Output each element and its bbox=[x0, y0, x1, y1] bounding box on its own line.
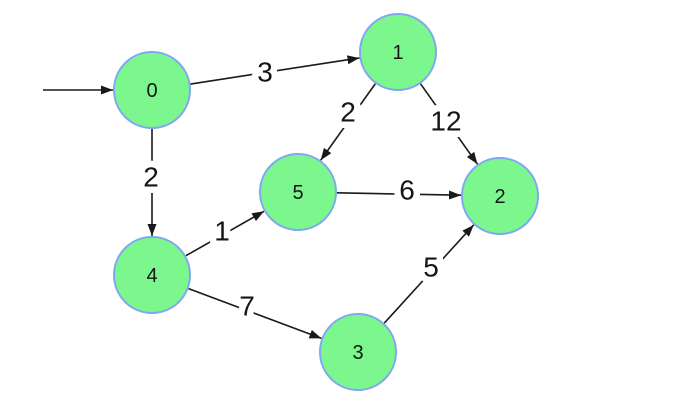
node-label-3: 3 bbox=[352, 342, 363, 364]
edge-1-2 bbox=[419, 83, 479, 165]
node-circle-0 bbox=[113, 51, 191, 129]
edge-layer bbox=[43, 55, 479, 340]
edge-weight-4-5: 1 bbox=[214, 216, 230, 247]
node-5: 5 bbox=[259, 153, 337, 231]
edge-weight-4-3: 7 bbox=[239, 291, 255, 322]
node-3: 3 bbox=[319, 313, 397, 391]
edge-4-3 bbox=[188, 287, 322, 340]
edge-0-1 bbox=[190, 55, 360, 85]
node-circle-5 bbox=[259, 153, 337, 231]
edge-weight-1-2: 12 bbox=[430, 106, 461, 137]
edge-weight-3-2: 5 bbox=[423, 252, 439, 283]
edge-weight-0-4: 2 bbox=[143, 162, 159, 193]
edge-5-2 bbox=[336, 190, 462, 200]
node-circle-2 bbox=[461, 157, 539, 235]
node-label-0: 0 bbox=[146, 80, 157, 102]
node-label-1: 1 bbox=[392, 42, 403, 64]
node-1: 1 bbox=[359, 13, 437, 91]
edge-4-5 bbox=[185, 210, 265, 257]
node-2: 2 bbox=[461, 157, 539, 235]
edge-weight-0-1: 3 bbox=[257, 57, 273, 88]
edge-weight-5-2: 6 bbox=[399, 175, 415, 206]
node-label-4: 4 bbox=[146, 265, 157, 287]
node-circle-3 bbox=[319, 313, 397, 391]
node-0: 0 bbox=[113, 51, 191, 129]
node-label-2: 2 bbox=[494, 186, 505, 208]
node-label-5: 5 bbox=[292, 182, 303, 204]
edge-weight-1-5: 2 bbox=[340, 97, 356, 128]
node-4: 4 bbox=[113, 236, 191, 314]
edge-1-5 bbox=[320, 83, 376, 161]
node-circle-1 bbox=[359, 13, 437, 91]
node-circle-4 bbox=[113, 236, 191, 314]
edge-3-2 bbox=[383, 224, 475, 324]
